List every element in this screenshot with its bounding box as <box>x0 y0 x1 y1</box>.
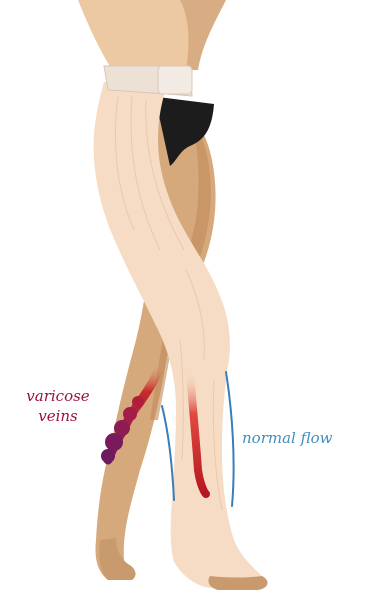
varicose-veins-label: varicose veins <box>18 386 98 426</box>
front-foot-toes <box>208 576 267 590</box>
varicose-label-line2: veins <box>18 406 98 426</box>
normal-flow-label: normal flow <box>242 428 332 448</box>
flow-line-right <box>226 372 234 506</box>
varicose-label-line1: varicose <box>18 386 98 406</box>
flow-line-left <box>162 406 174 500</box>
waistband-tab <box>158 66 192 94</box>
